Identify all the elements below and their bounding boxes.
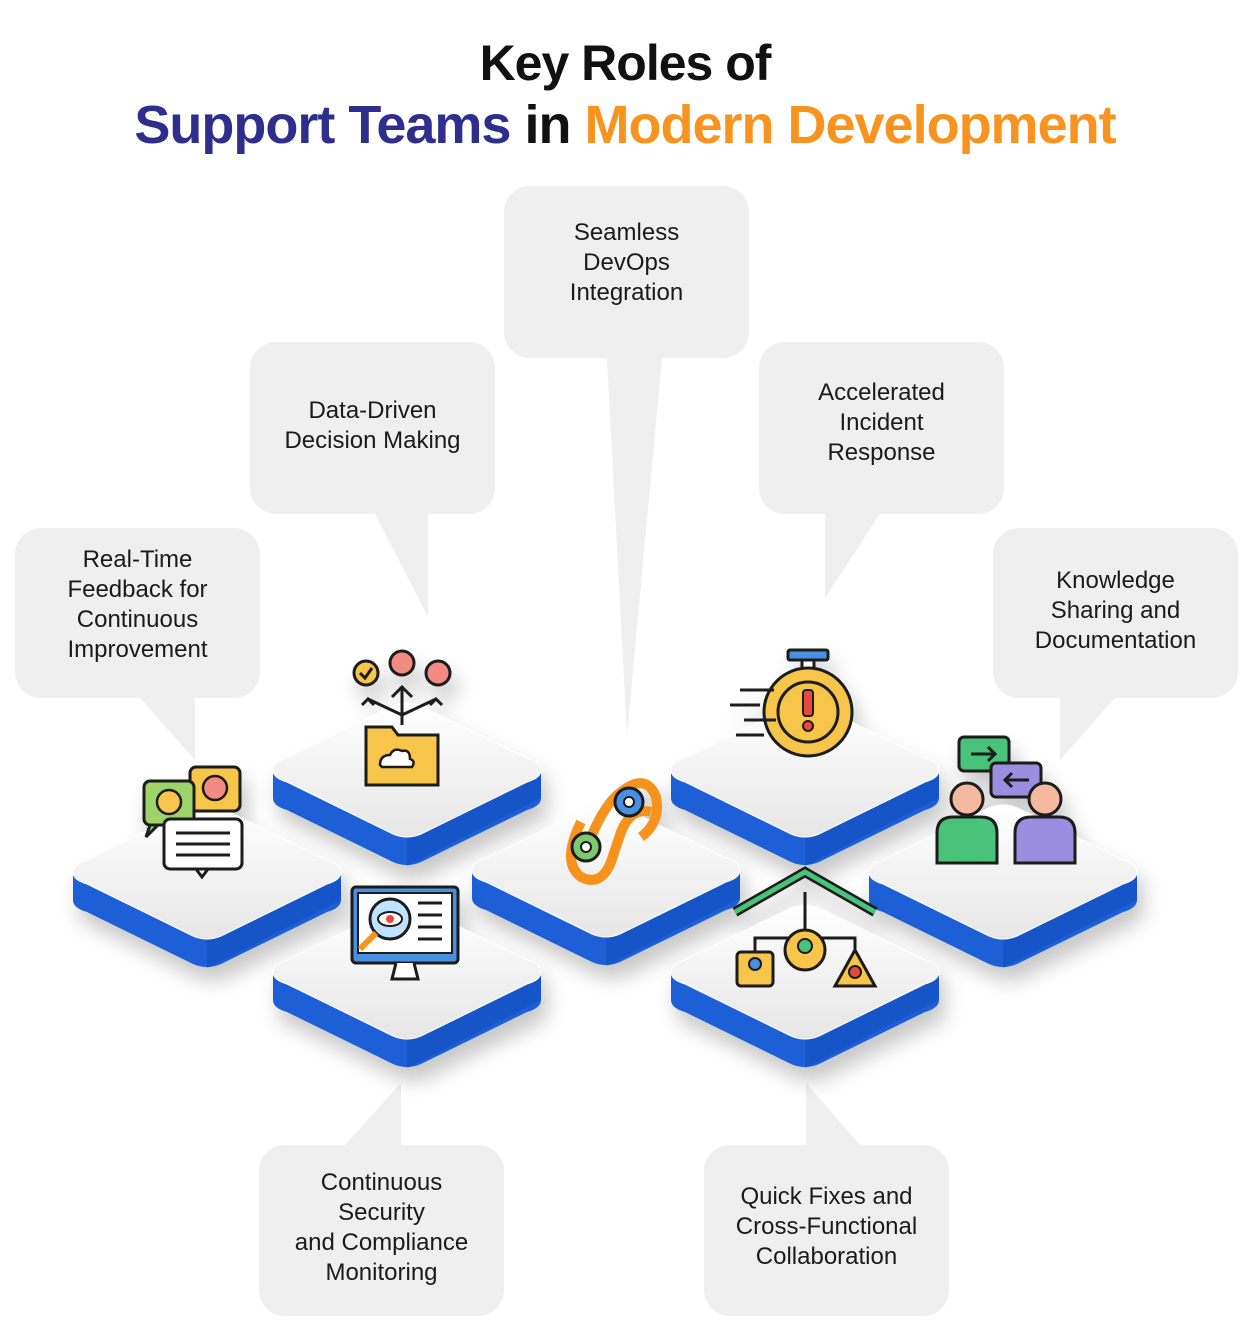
callout-label-line: Incident [839,409,923,436]
callout-label-line: Continuous [321,1169,442,1196]
tile-quickfix [670,866,940,1068]
callout-label-line: Collaboration [756,1243,897,1270]
callout-box [250,342,495,514]
callout-tail [607,358,662,736]
title-support-teams: Support Teams [134,95,511,155]
title-in: in [524,95,571,155]
callout-label-line: Cross-Functional [736,1213,917,1240]
tile-top [670,904,940,1040]
callout-label-line: Quick Fixes and [740,1183,912,1210]
tile-side-shade [805,770,939,866]
callout-label-line: Data-Driven [308,397,436,424]
callout-label-line: Improvement [67,636,207,663]
callout-label-line: Real-Time [83,546,193,573]
callout-label-line: Integration [570,279,683,306]
tile-security [272,885,542,1068]
title-modern-development: Modern Development [584,95,1117,155]
callout-label-line: and Compliance [295,1229,468,1256]
tile-devops [471,778,741,966]
callout-box [993,528,1238,698]
people-sharing-icon [935,735,1077,865]
callout-tail [825,514,880,598]
callout-box [504,186,749,358]
tile-incident [670,648,940,866]
callout-label-line: Continuous [77,606,198,633]
callout-label-line: Accelerated [818,379,945,406]
tile-knowledge [868,735,1138,968]
tile-side-shade [207,872,341,968]
callout-tail [375,514,428,617]
callout-tail [140,698,195,760]
callout-label-line: Sharing and [1051,597,1180,624]
tile-datadriven [272,649,542,866]
callout-tail [1060,698,1115,760]
title-line-2: Support Teams in Modern Development [0,94,1250,156]
callout-label-line: Response [827,439,935,466]
callout-label-line: Knowledge [1056,567,1175,594]
feedback-chat-icon [142,765,244,880]
callout-box [759,342,1004,514]
tile-side-shade [805,972,939,1068]
tile-side-shade [1003,872,1137,968]
tile-side-shade [407,972,541,1068]
infographic-title: Key Roles of Support Teams in Modern Dev… [0,32,1250,156]
callout-label-line: Feedback for [67,576,207,603]
tile-side-shade [407,770,541,866]
stopwatch-alert-icon [730,648,854,758]
callout-label-line: DevOps [583,249,670,276]
tile-realtime [72,765,342,968]
callout-label-line: Decision Making [284,427,460,454]
team-hierarchy-icon [732,866,878,988]
devops-gears-icon [566,778,662,885]
callout-box [259,1145,504,1316]
callout-box [15,528,260,698]
monitor-eye-icon [350,885,460,981]
callout-label-line: Documentation [1035,627,1196,654]
callout-tail [345,1083,401,1145]
isometric-tiles [72,648,1138,1068]
callout-label-line: Monitoring [325,1259,437,1286]
tile-side-shade [606,870,740,966]
decision-folder-icon [352,649,452,787]
callout-label-line: Security [338,1199,425,1226]
callout-label-line: Seamless [574,219,679,246]
callout-box [704,1145,949,1316]
title-line-1: Key Roles of [479,35,772,91]
callout-tail [806,1083,860,1145]
